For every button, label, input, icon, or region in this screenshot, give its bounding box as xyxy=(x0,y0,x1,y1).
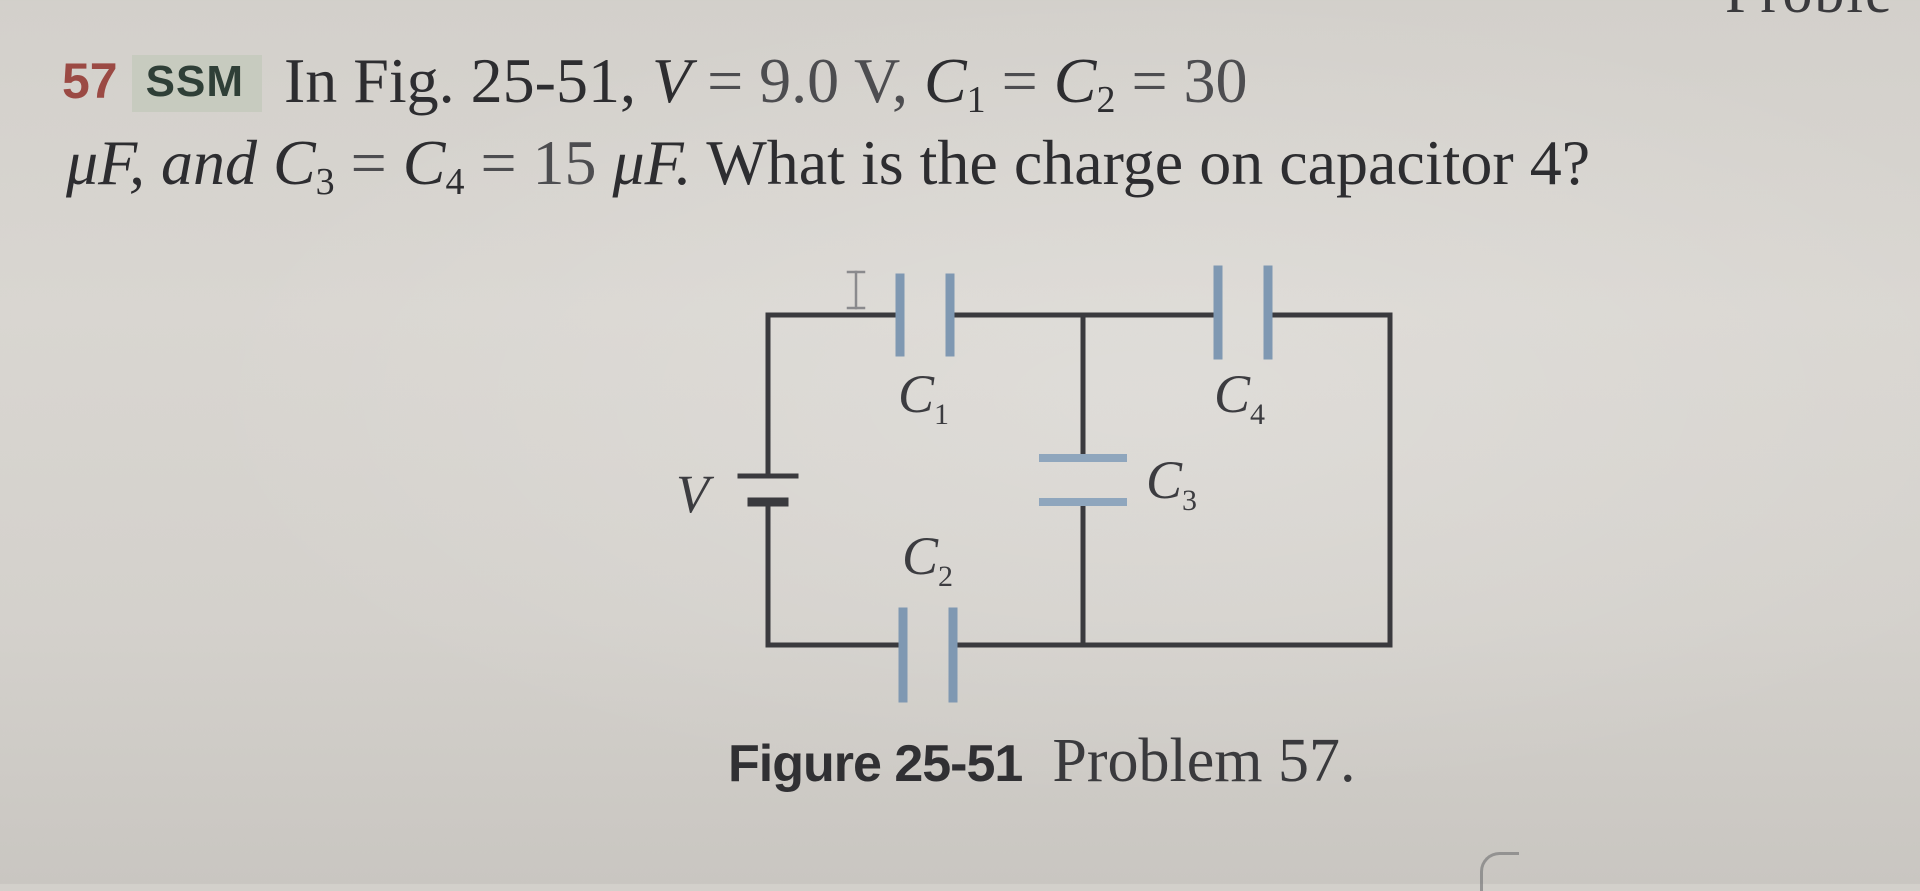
c1-label: C1 xyxy=(898,364,949,431)
unit-microfarad: μF, and xyxy=(66,127,273,198)
equals-sign-2: = xyxy=(334,127,403,198)
figure-caption: Figure 25-51 Problem 57. xyxy=(728,726,1355,797)
c34-value: = 15 xyxy=(464,127,613,198)
c1-label-sub: 1 xyxy=(934,398,949,431)
unit-microfarad-2: μF. xyxy=(612,127,692,198)
c4-label-letter: C xyxy=(1214,364,1251,424)
c2-label: C2 xyxy=(902,526,953,593)
text-cursor-icon xyxy=(846,270,866,310)
caption-figure-number: Figure 25-51 xyxy=(728,735,1023,793)
capacitor-c3 xyxy=(1039,454,1127,506)
c1-symbol: C xyxy=(923,45,967,116)
caption-text: Problem 57. xyxy=(1052,727,1356,795)
problem-question: What is the charge on capacitor 4? xyxy=(691,127,1591,198)
capacitor-c2 xyxy=(898,607,958,703)
page-corner-heading: Proble xyxy=(1725,0,1894,27)
page-mark xyxy=(1480,852,1519,891)
battery-v xyxy=(737,473,799,507)
c2-subscript: 2 xyxy=(1096,79,1116,121)
problem-intro: In Fig. 25-51, xyxy=(283,45,652,116)
c1-subscript: 1 xyxy=(966,79,986,121)
c4-symbol: C xyxy=(402,127,446,198)
c1-label-letter: C xyxy=(898,364,935,424)
c4-label-sub: 4 xyxy=(1250,398,1265,431)
c12-value: = 30 xyxy=(1115,45,1248,116)
c4-subscript: 4 xyxy=(445,161,465,203)
voltage-symbol: V xyxy=(651,45,692,116)
c4-label: C4 xyxy=(1214,364,1265,431)
c3-label: C3 xyxy=(1146,450,1197,517)
voltage-value: = 9.0 V, xyxy=(691,45,924,116)
capacitor-c4 xyxy=(1213,265,1273,360)
c3-symbol: C xyxy=(272,127,316,198)
c3-label-letter: C xyxy=(1146,450,1183,510)
problem-line-2: μF, and C3 = C4 = 15 μF. What is the cha… xyxy=(66,124,1902,202)
c2-label-sub: 2 xyxy=(938,560,953,593)
c2-symbol: C xyxy=(1053,45,1097,116)
ssm-badge: SSM xyxy=(131,55,262,112)
c3-subscript: 3 xyxy=(315,161,335,203)
c2-label-letter: C xyxy=(902,526,939,586)
problem-number: 57 xyxy=(62,53,118,109)
c3-label-sub: 3 xyxy=(1182,484,1197,517)
capacitor-c1 xyxy=(895,273,955,357)
equals-sign: = xyxy=(985,45,1054,116)
circuit-wires xyxy=(765,312,1393,648)
battery-label-v: V xyxy=(676,464,715,524)
